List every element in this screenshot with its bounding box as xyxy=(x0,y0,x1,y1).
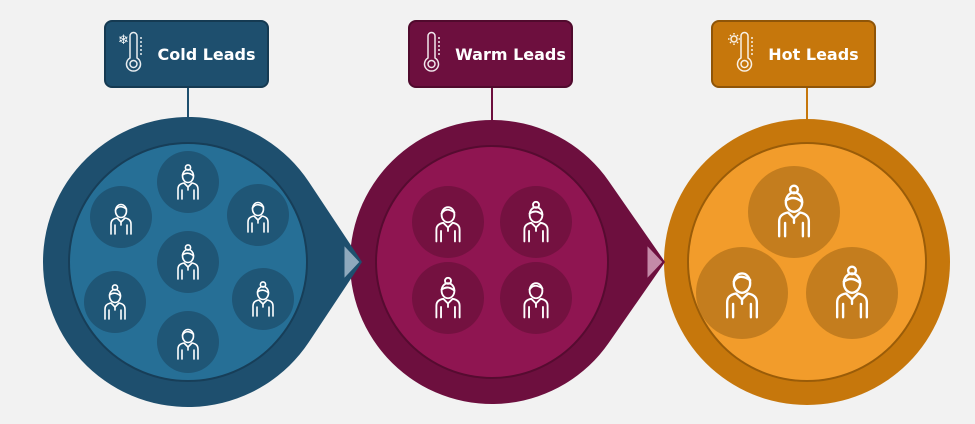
male-person-icon xyxy=(435,206,461,243)
cold-stage xyxy=(43,88,362,407)
female-person-icon xyxy=(252,281,274,317)
warm-stage xyxy=(349,88,665,404)
warm-leads-label: Warm Leads xyxy=(455,44,566,64)
hot-leads-label: Hot Leads xyxy=(768,44,859,64)
cold-leads-label-box: ❄ Cold Leads xyxy=(104,20,269,88)
female-person-icon xyxy=(435,276,461,319)
thermometer-sun-icon xyxy=(728,30,758,78)
female-person-icon xyxy=(177,244,199,280)
male-person-icon xyxy=(725,272,759,319)
male-person-icon xyxy=(523,282,549,319)
female-person-icon xyxy=(104,284,126,320)
male-person-icon xyxy=(177,328,199,360)
warm-inner-circle xyxy=(377,147,607,377)
thermometer-snowflake-icon: ❄ xyxy=(118,31,143,72)
thermometer-icon xyxy=(415,30,445,78)
warm-arrow-tip xyxy=(646,243,664,281)
warm-leads-label-box: Warm Leads xyxy=(408,20,573,88)
cold-arrow-tip xyxy=(343,243,361,281)
male-person-icon xyxy=(247,201,269,233)
svg-text:❄: ❄ xyxy=(118,33,129,48)
female-person-icon xyxy=(177,164,199,200)
cold-leads-label: Cold Leads xyxy=(157,44,256,64)
thermometer-icon xyxy=(423,31,441,72)
thermometer-sun-icon xyxy=(728,31,754,72)
female-person-icon xyxy=(523,200,549,243)
male-person-icon xyxy=(110,203,132,235)
female-person-icon xyxy=(777,184,811,238)
female-person-icon xyxy=(835,265,869,319)
hot-leads-label-box: Hot Leads xyxy=(711,20,876,88)
thermometer-snowflake-icon: ❄ xyxy=(117,30,147,78)
hot-stage xyxy=(664,88,950,405)
